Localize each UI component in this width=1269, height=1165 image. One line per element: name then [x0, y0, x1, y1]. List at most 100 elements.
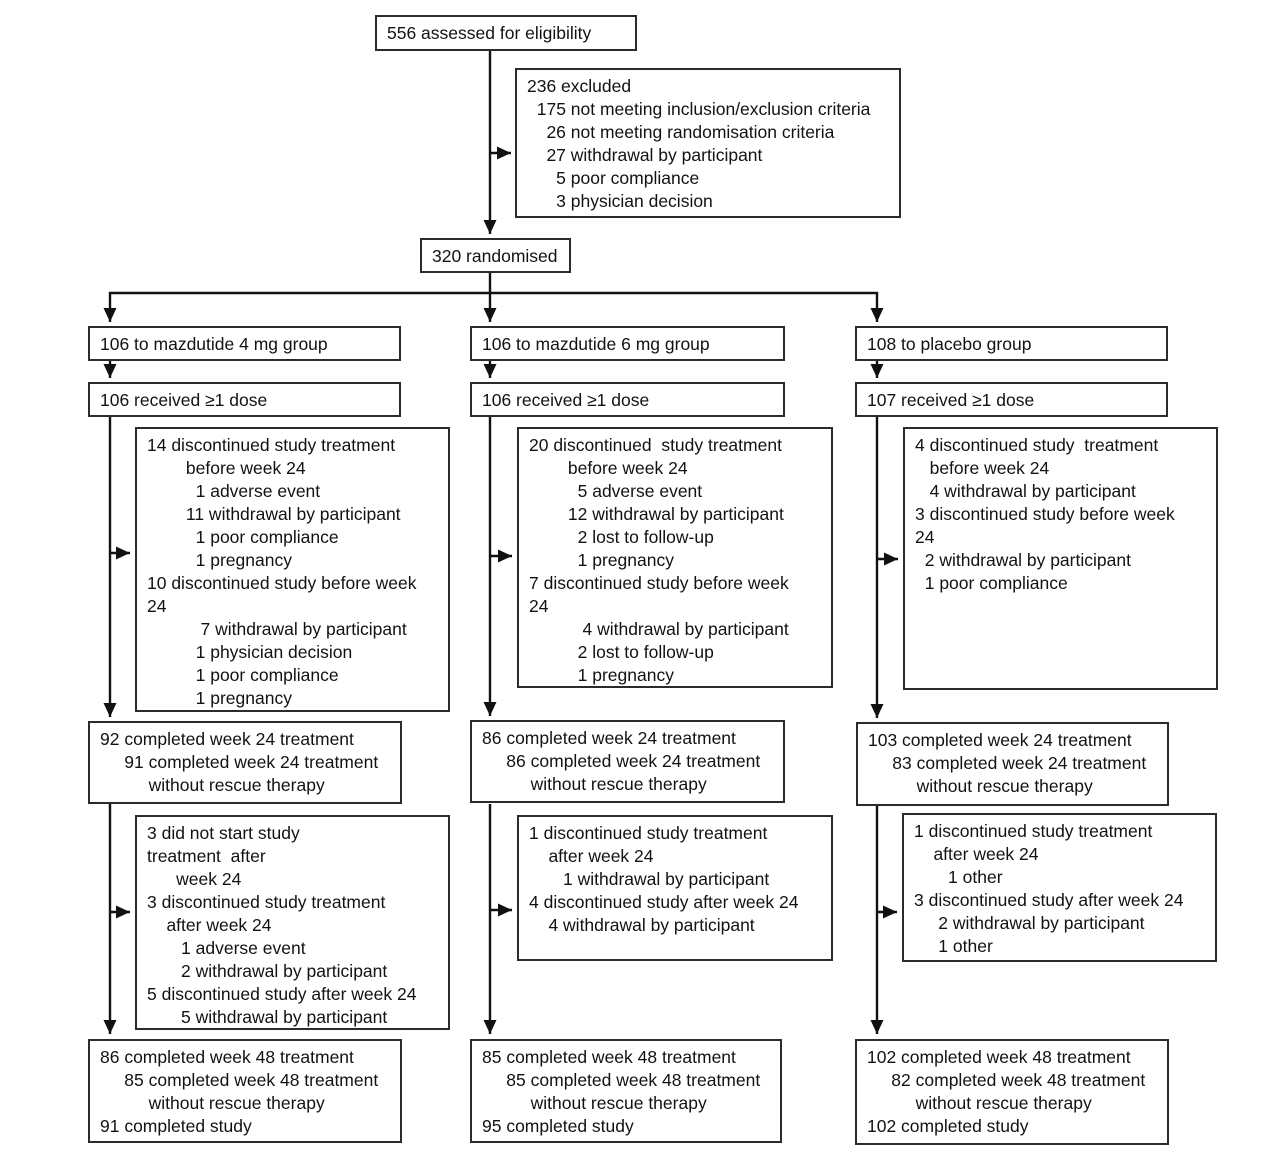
box-text-line: 4 discontinued study after week 24	[529, 892, 799, 912]
box-completed-week48-mazdutide-4mg: 86 completed week 48 treatment 85 comple…	[88, 1039, 402, 1143]
box-text-line: 4 withdrawal by participant	[529, 619, 789, 639]
box-text-line: 12 withdrawal by participant	[529, 504, 784, 524]
box-text-line: 91 completed study	[100, 1116, 252, 1136]
box-text-line: 4 discontinued study treatment	[915, 435, 1159, 455]
box-text-line: 1 poor compliance	[915, 573, 1068, 593]
box-text-line: 7 withdrawal by participant	[147, 619, 407, 639]
box-text-line: 1 discontinued study treatment	[914, 821, 1153, 841]
box-text-line: 236 excluded	[527, 76, 632, 96]
box-group-mazdutide-4mg: 106 to mazdutide 4 mg group	[88, 326, 401, 361]
box-text-line: 24	[915, 527, 935, 547]
box-dose-mazdutide-6mg: 106 received ≥1 dose	[470, 382, 785, 417]
box-text-line: 27 withdrawal by participant	[527, 145, 763, 165]
box-text-line: 1 poor compliance	[147, 665, 339, 685]
box-text-line: 92 completed week 24 treatment	[100, 729, 354, 749]
box-text-line: before week 24	[147, 458, 306, 478]
box-text-line: without rescue therapy	[100, 775, 325, 795]
box-completed-week24-mazdutide-4mg: 92 completed week 24 treatment 91 comple…	[88, 721, 402, 804]
box-text-line: 26 not meeting randomisation criteria	[527, 122, 835, 142]
box-text-line: 175 not meeting inclusion/exclusion crit…	[527, 99, 871, 119]
box-completed-week48-mazdutide-6mg: 85 completed week 48 treatment 85 comple…	[470, 1039, 782, 1143]
box-excluded: 236 excluded 175 not meeting inclusion/e…	[515, 68, 901, 218]
box-text-line: 24	[529, 596, 549, 616]
box-discontinued-before-week24-placebo: 4 discontinued study treatment before we…	[903, 427, 1218, 690]
box-text-line: 83 completed week 24 treatment	[868, 753, 1147, 773]
box-text-line: 85 completed week 48 treatment	[482, 1070, 761, 1090]
box-text-line: 2 lost to follow-up	[529, 527, 714, 547]
box-text-line: 91 completed week 24 treatment	[100, 752, 379, 772]
box-completed-week24-mazdutide-6mg: 86 completed week 24 treatment 86 comple…	[470, 720, 785, 803]
box-group-placebo: 108 to placebo group	[855, 326, 1168, 361]
box-text-line: 86 completed week 24 treatment	[482, 728, 736, 748]
box-text-line: without rescue therapy	[868, 776, 1093, 796]
box-text-line: 7 discontinued study before week	[529, 573, 789, 593]
box-text-line: 2 withdrawal by participant	[914, 913, 1145, 933]
box-text-line: 20 discontinued study treatment	[529, 435, 782, 455]
box-text-line: 1 other	[914, 936, 993, 956]
box-text-line: 86 completed week 48 treatment	[100, 1047, 354, 1067]
box-text-line: before week 24	[529, 458, 688, 478]
box-text-line: 4 withdrawal by participant	[915, 481, 1136, 501]
box-discontinued-before-week24-mazdutide-6mg: 20 discontinued study treatment before w…	[517, 427, 833, 688]
box-text-line: 3 discontinued study after week 24	[914, 890, 1184, 910]
box-completed-week48-placebo: 102 completed week 48 treatment 82 compl…	[855, 1039, 1169, 1145]
box-text-line: 106 received ≥1 dose	[482, 390, 650, 410]
box-text-line: 1 poor compliance	[147, 527, 339, 547]
box-text-line: before week 24	[915, 458, 1050, 478]
box-discontinued-after-week24-mazdutide-6mg: 1 discontinued study treatment after wee…	[517, 815, 833, 961]
box-discontinued-after-week24-placebo: 1 discontinued study treatment after wee…	[902, 813, 1217, 962]
box-text-line: 1 other	[914, 867, 1003, 887]
box-discontinued-before-week24-mazdutide-4mg: 14 discontinued study treatment before w…	[135, 427, 450, 712]
box-text-line: 4 withdrawal by participant	[529, 915, 755, 935]
box-text-line: 85 completed week 48 treatment	[482, 1047, 736, 1067]
box-assessed-eligibility: 556 assessed for eligibility	[375, 15, 637, 51]
box-text-line: 107 received ≥1 dose	[867, 390, 1035, 410]
box-group-mazdutide-6mg: 106 to mazdutide 6 mg group	[470, 326, 785, 361]
box-text-line: 1 withdrawal by participant	[529, 869, 770, 889]
box-text-line: after week 24	[914, 844, 1039, 864]
box-text-line: 102 completed study	[867, 1116, 1029, 1136]
box-text-line: 5 adverse event	[529, 481, 703, 501]
box-text-line: 106 to mazdutide 6 mg group	[482, 334, 710, 354]
box-discontinued-after-week24-mazdutide-4mg: 3 did not start study treatment after wee…	[135, 815, 450, 1030]
box-text-line: after week 24	[147, 915, 272, 935]
box-text-line: 1 pregnancy	[147, 550, 292, 570]
box-text-line: 3 discontinued study before week	[915, 504, 1175, 524]
box-completed-week24-placebo: 103 completed week 24 treatment 83 compl…	[856, 722, 1169, 806]
box-text-line: without rescue therapy	[100, 1093, 325, 1113]
box-text-line: 5 discontinued study after week 24	[147, 984, 417, 1004]
box-text-line: 95 completed study	[482, 1116, 634, 1136]
box-text-line: 106 received ≥1 dose	[100, 390, 268, 410]
box-text-line: 3 discontinued study treatment	[147, 892, 386, 912]
box-text-line: 106 to mazdutide 4 mg group	[100, 334, 328, 354]
box-text-line: treatment after	[147, 846, 266, 866]
box-text-line: 2 lost to follow-up	[529, 642, 714, 662]
box-text-line: without rescue therapy	[867, 1093, 1092, 1113]
box-text-line: without rescue therapy	[482, 1093, 707, 1113]
box-text-line: 103 completed week 24 treatment	[868, 730, 1132, 750]
box-text-line: 14 discontinued study treatment	[147, 435, 396, 455]
box-text-line: 102 completed week 48 treatment	[867, 1047, 1131, 1067]
box-text-line: 2 withdrawal by participant	[915, 550, 1131, 570]
box-text-line: 86 completed week 24 treatment	[482, 751, 761, 771]
box-text-line: without rescue therapy	[482, 774, 707, 794]
box-text-line: after week 24	[529, 846, 654, 866]
box-text-line: 556 assessed for eligibility	[387, 23, 592, 43]
box-text-line: 82 completed week 48 treatment	[867, 1070, 1146, 1090]
box-text-line: 108 to placebo group	[867, 334, 1032, 354]
box-text-line: 5 withdrawal by participant	[147, 1007, 388, 1027]
box-text-line: 320 randomised	[432, 246, 558, 266]
box-text-line: 1 adverse event	[147, 481, 321, 501]
box-text-line: 11 withdrawal by participant	[147, 504, 401, 524]
box-text-line: 24	[147, 596, 167, 616]
box-text-line: 3 did not start study	[147, 823, 300, 843]
box-text-line: 1 discontinued study treatment	[529, 823, 768, 843]
box-text-line: week 24	[147, 869, 242, 889]
box-text-line: 2 withdrawal by participant	[147, 961, 388, 981]
box-text-line: 1 pregnancy	[529, 550, 674, 570]
box-text-line: 1 pregnancy	[529, 665, 674, 685]
box-text-line: 1 adverse event	[147, 938, 306, 958]
box-dose-mazdutide-4mg: 106 received ≥1 dose	[88, 382, 401, 417]
box-dose-placebo: 107 received ≥1 dose	[855, 382, 1168, 417]
